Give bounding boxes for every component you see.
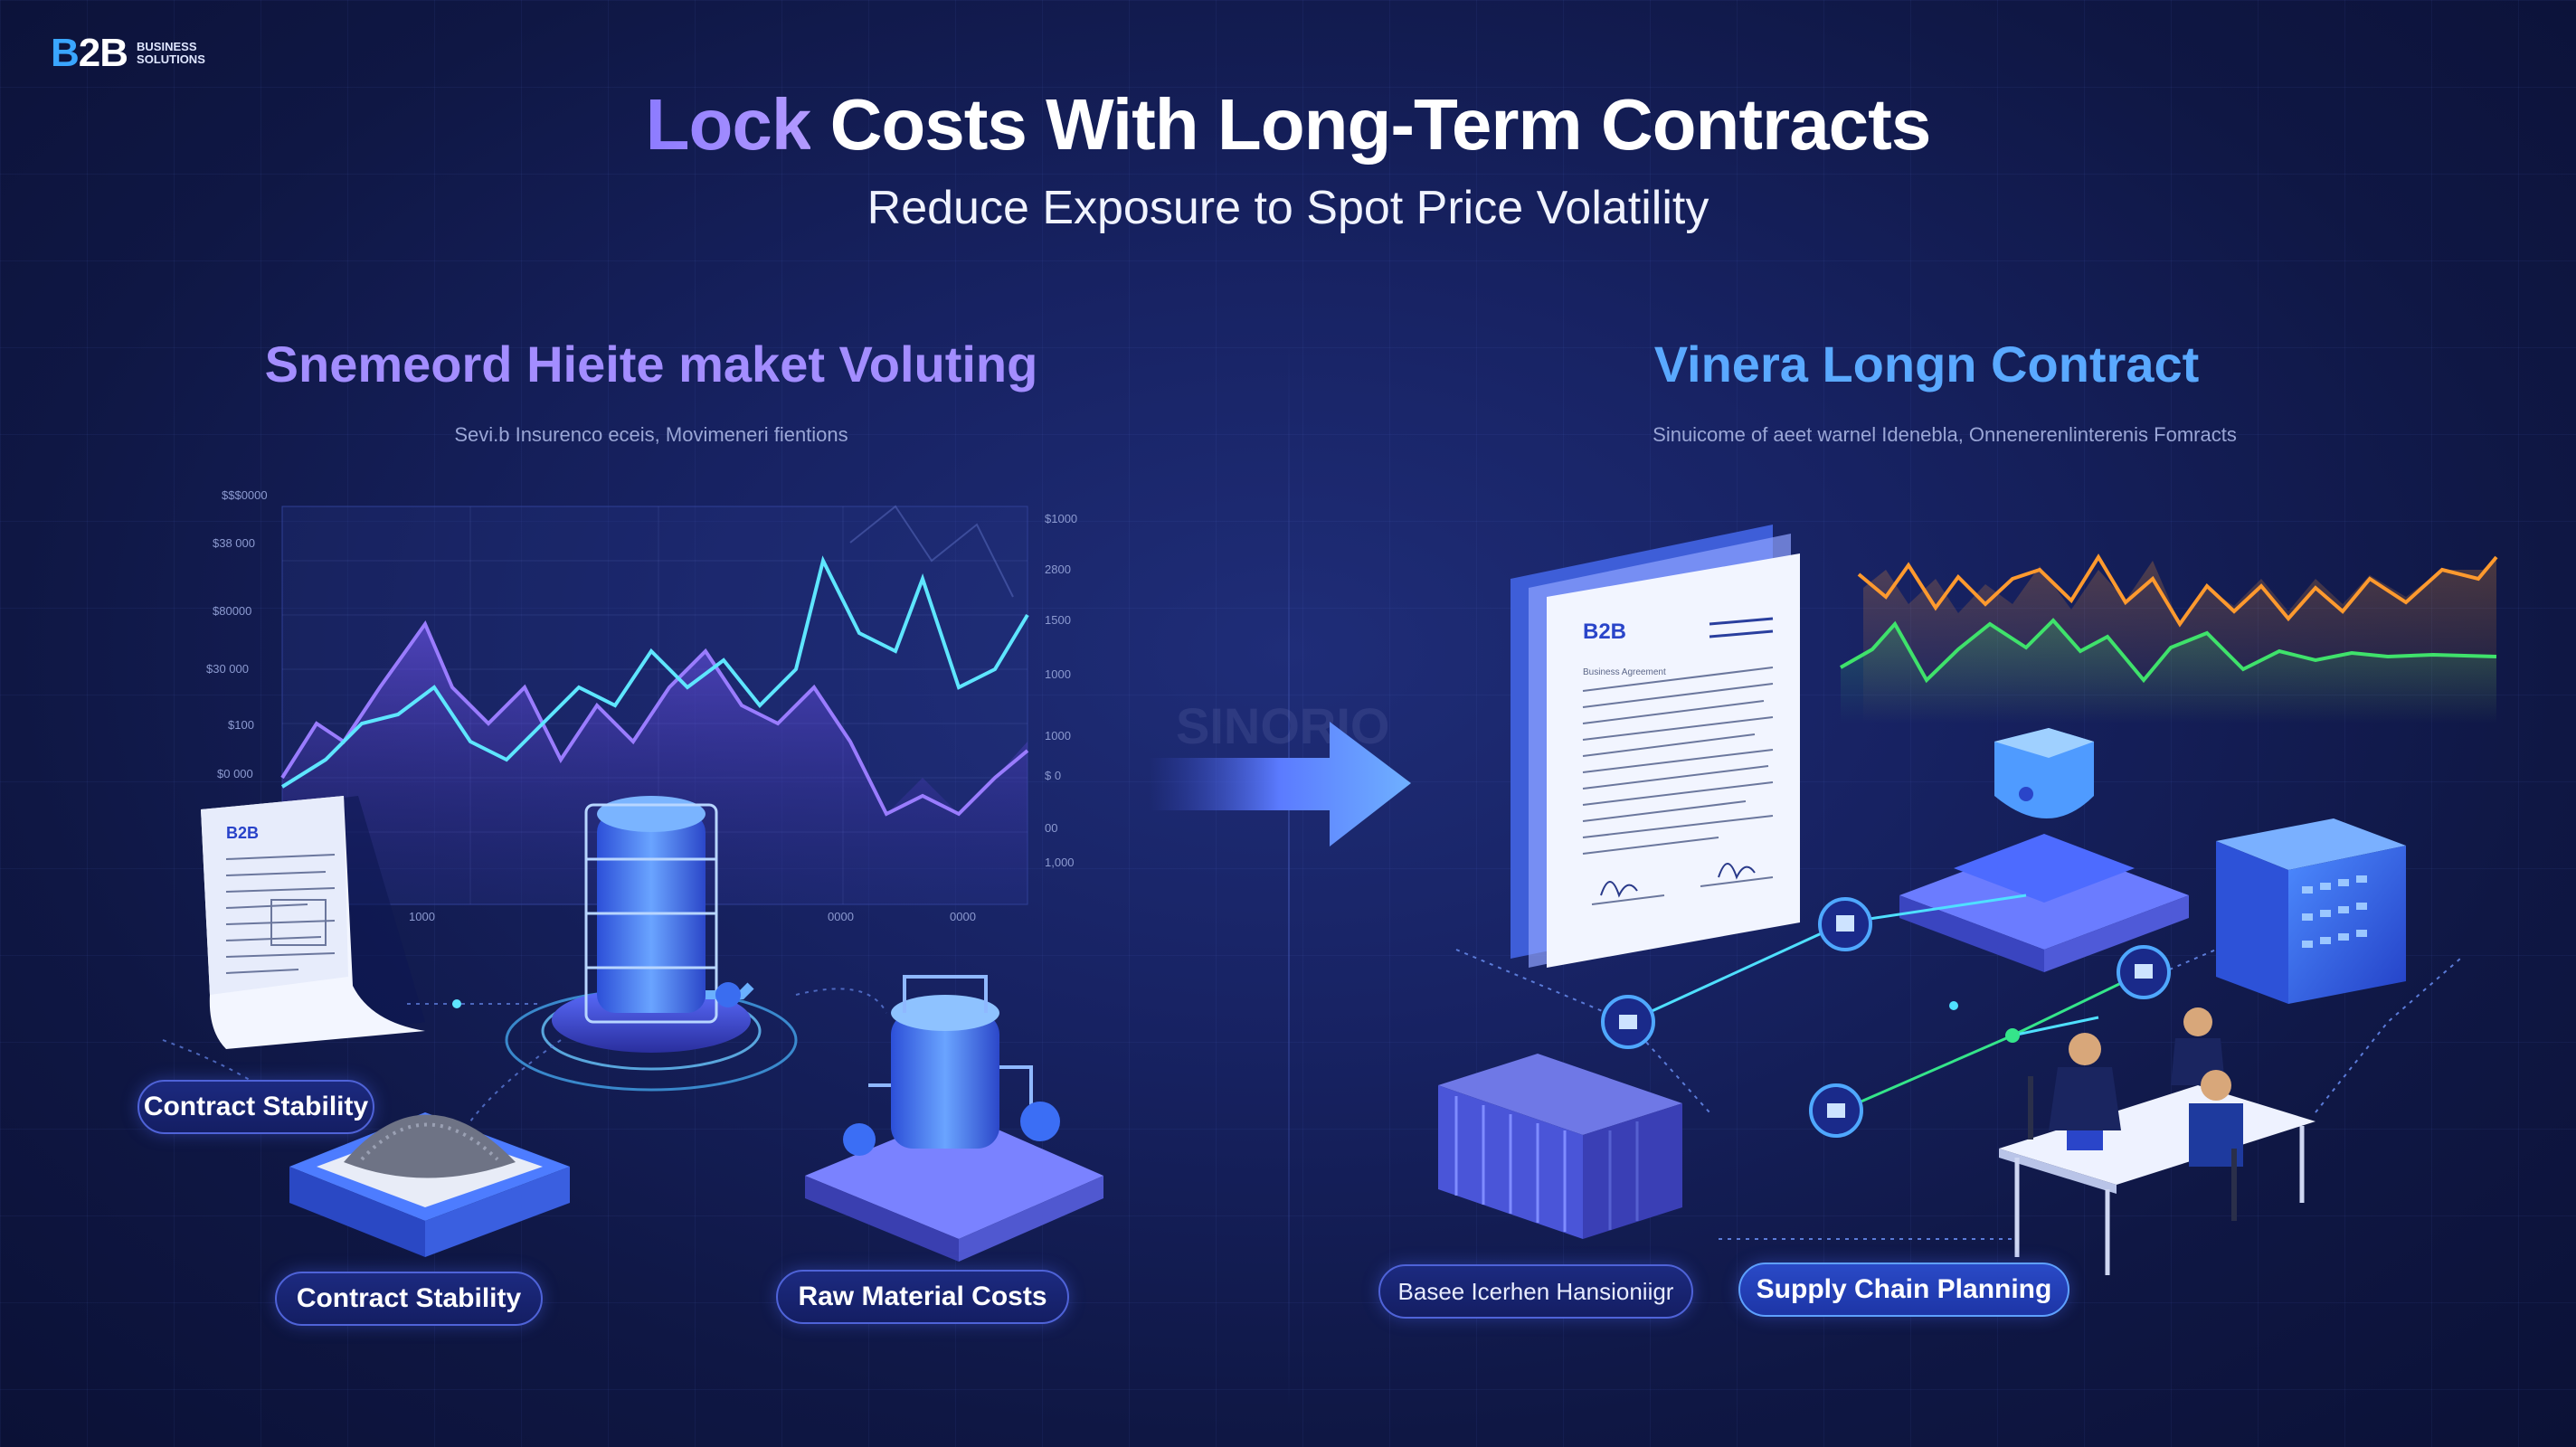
logo-sub-line2: SOLUTIONS [137,52,205,66]
y-tick-right-4: 1000 [1045,729,1071,742]
storage-tank-icon [505,796,798,1092]
violet-series-line [280,619,1029,817]
arrow-right-icon [1149,722,1411,846]
shield-icon [1899,728,2189,972]
pill-contract-stability-2: Contract Stability [275,1272,543,1326]
y-tick-right-7: 1,000 [1045,856,1075,869]
right-section-heading: Vinera Longn Contract [1653,336,2200,392]
page-subtitle: Reduce Exposure to Spot Price Volatility [867,182,1709,234]
y-tick-left-4: $100 [228,718,254,732]
ore-pile-icon [289,1112,570,1257]
logo-mark: B2B [51,31,128,76]
invoice-document-icon: B2B [201,796,425,1049]
left-section-heading: Snemeord Hieite maket Voluting [264,336,1038,392]
contract-document-icon: B2B Business Agreement [1511,525,1800,968]
y-tick-right-1: 2800 [1045,563,1071,576]
y-tick-right-5: $ 0 [1045,769,1061,782]
left-doc-label: B2B [226,824,259,842]
logo-text: 2B [78,31,128,75]
logo-subtext: BUSINESS SOLUTIONS [137,41,236,66]
title-accent: Lock [645,84,812,165]
violet-series-area [282,624,1028,904]
logo-sub-line1: BUSINESS [137,40,197,53]
x-tick-2: 0000 [950,910,976,923]
page-title: Lock Costs With Long-Term Contracts [0,83,2576,166]
reactor-vessel-icon [805,975,1103,1262]
brand-logo: B2B BUSINESS SOLUTIONS [51,31,236,76]
pill-supply-chain-planning: Supply Chain Planning [1738,1263,2069,1317]
meeting-icon [1999,1007,2316,1275]
y-tick-left-0: $$$0000 [222,488,268,502]
y-tick-left-5: $0 000 [217,767,253,780]
pill-base-hansioniigr: Basee Icerhen Hansioniigr [1378,1264,1693,1319]
right-section-caption: Sinuicome of aeet warnel Idenebla, Onnen… [1653,423,2237,446]
volatility-chart: $$$0000 $38 000 $80000 $30 000 $100 $0 0… [206,488,1077,923]
y-tick-right-0: $1000 [1045,512,1077,525]
y-tick-left-2: $80000 [213,604,251,618]
title-rest: Costs With Long-Term Contracts [829,84,1932,165]
network-node-icon [1601,897,2171,1138]
y-tick-right-3: 1000 [1045,667,1071,681]
y-tick-right-2: 1500 [1045,613,1071,627]
left-section-caption: Sevi.b Insurenco eceis, Movimeneri fient… [454,423,848,446]
right-doc-label: B2B [1583,619,1626,644]
y-tick-left-1: $38 000 [213,536,255,550]
y-tick-left-3: $30 000 [206,662,249,676]
x-tick-0: 1000 [409,910,435,923]
y-tick-right-6: 00 [1045,821,1057,835]
x-tick-1: 0000 [828,910,854,923]
pill-raw-material-costs: Raw Material Costs [776,1270,1069,1324]
server-icon [2216,818,2406,1004]
stable-price-chart [1840,553,2498,724]
logo-prefix: B [51,31,80,75]
right-doc-subtitle: Business Agreement [1583,667,1666,677]
teal-series-line [280,555,1029,789]
orange-series-line [1857,553,2498,628]
pill-contract-stability-1: Contract Stability [137,1080,374,1134]
section-divider [1288,344,1290,1411]
shipping-container-icon [1438,1054,1682,1239]
